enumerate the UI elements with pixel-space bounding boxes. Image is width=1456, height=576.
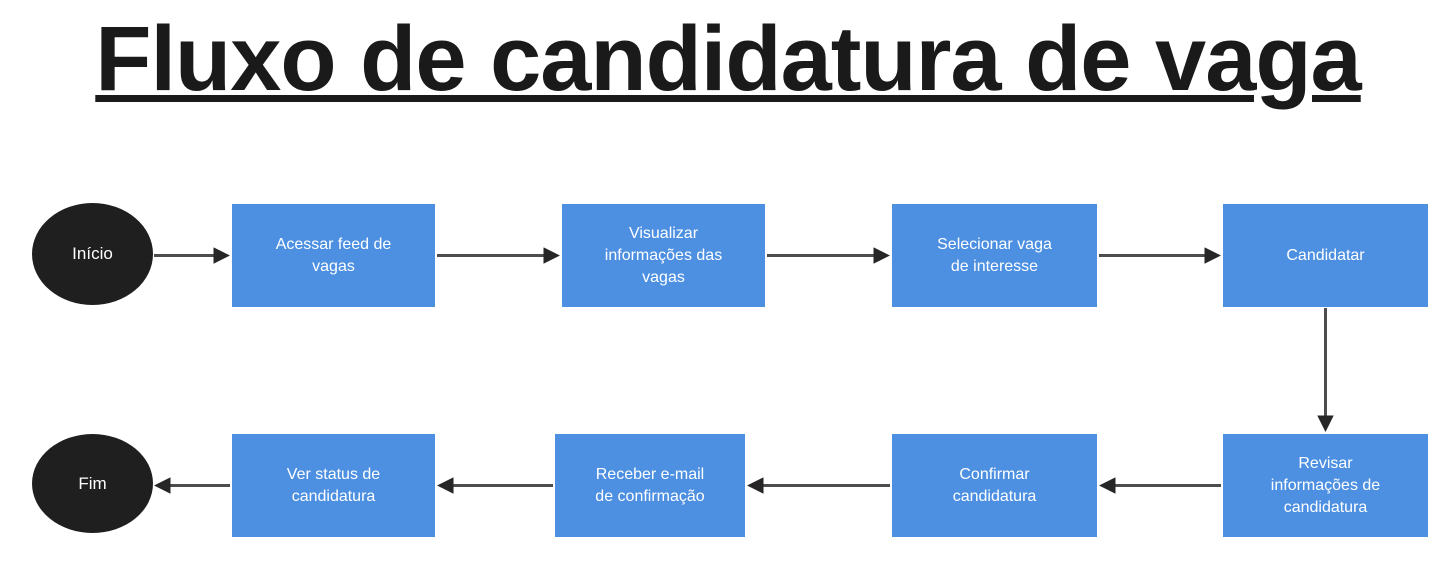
diagram-title: Fluxo de candidatura de vaga — [95, 8, 1361, 110]
step-revisar-informacoes: Revisar informações de candidatura — [1223, 434, 1428, 537]
step-confirmar-candidatura: Confirmar candidatura — [892, 434, 1097, 537]
step-label: Acessar feed de vagas — [275, 235, 392, 275]
step-label: Candidatar — [1286, 246, 1365, 264]
start-node-label: Início — [72, 244, 113, 263]
start-node: Início — [32, 203, 153, 305]
step-label: Receber e-mail de confirmação — [595, 465, 705, 505]
step-candidatar: Candidatar — [1223, 204, 1428, 307]
step-label: Revisar informações de candidatura — [1270, 454, 1381, 516]
step-selecionar-vaga: Selecionar vaga de interesse — [892, 204, 1097, 307]
end-node-label: Fim — [78, 473, 107, 493]
step-label: Visualizar informações das vagas — [604, 224, 723, 286]
step-label: Ver status de candidatura — [286, 465, 381, 505]
step-receber-email: Receber e-mail de confirmação — [555, 434, 745, 537]
step-visualizar-informacoes: Visualizar informações das vagas — [562, 204, 765, 307]
step-acessar-feed: Acessar feed de vagas — [232, 204, 435, 307]
step-label: Selecionar vaga de interesse — [937, 235, 1052, 275]
step-label: Confirmar candidatura — [952, 465, 1037, 505]
step-ver-status: Ver status de candidatura — [232, 434, 435, 537]
end-node: Fim — [32, 434, 153, 533]
